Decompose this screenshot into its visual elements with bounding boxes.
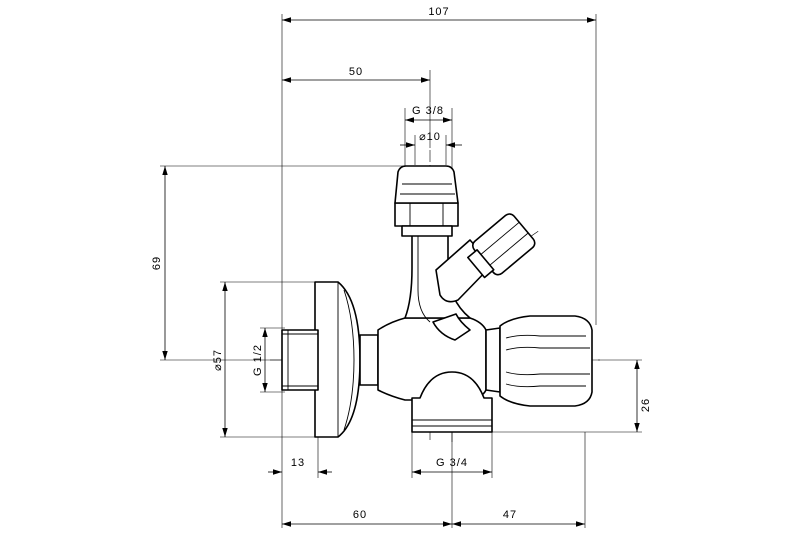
dimension-labels: 107 50 G 3/8 ⌀10 69 ⌀57 G 1/2 13 G 3/4 6… [151,6,652,521]
bottom-outlet [411,371,493,433]
dim-left-length: 60 [353,509,367,521]
extension-lines [160,14,642,528]
dim-inlet-length: 13 [291,457,305,469]
dim-outlet-thread: G 3/8 [412,105,444,117]
dim-center-offset: 50 [349,66,363,78]
dim-overall-width: 107 [428,6,449,18]
dim-handle-offset: 26 [640,398,652,412]
handle-knob [499,315,593,407]
dim-bottom-thread: G 3/4 [436,457,468,469]
dim-outlet-bore: ⌀10 [419,131,441,143]
wall-flange [314,281,361,438]
dimension-lines [162,17,640,527]
dim-inlet-thread: G 1/2 [252,344,264,376]
top-hex-nut [394,202,459,227]
top-compression-fitting [394,165,459,204]
valve-drawing [281,165,593,438]
inlet-thread [281,329,319,391]
dim-right-length: 47 [503,509,517,521]
dim-height-to-outlet: 69 [151,256,163,270]
dim-flange-diameter: ⌀57 [212,349,224,371]
